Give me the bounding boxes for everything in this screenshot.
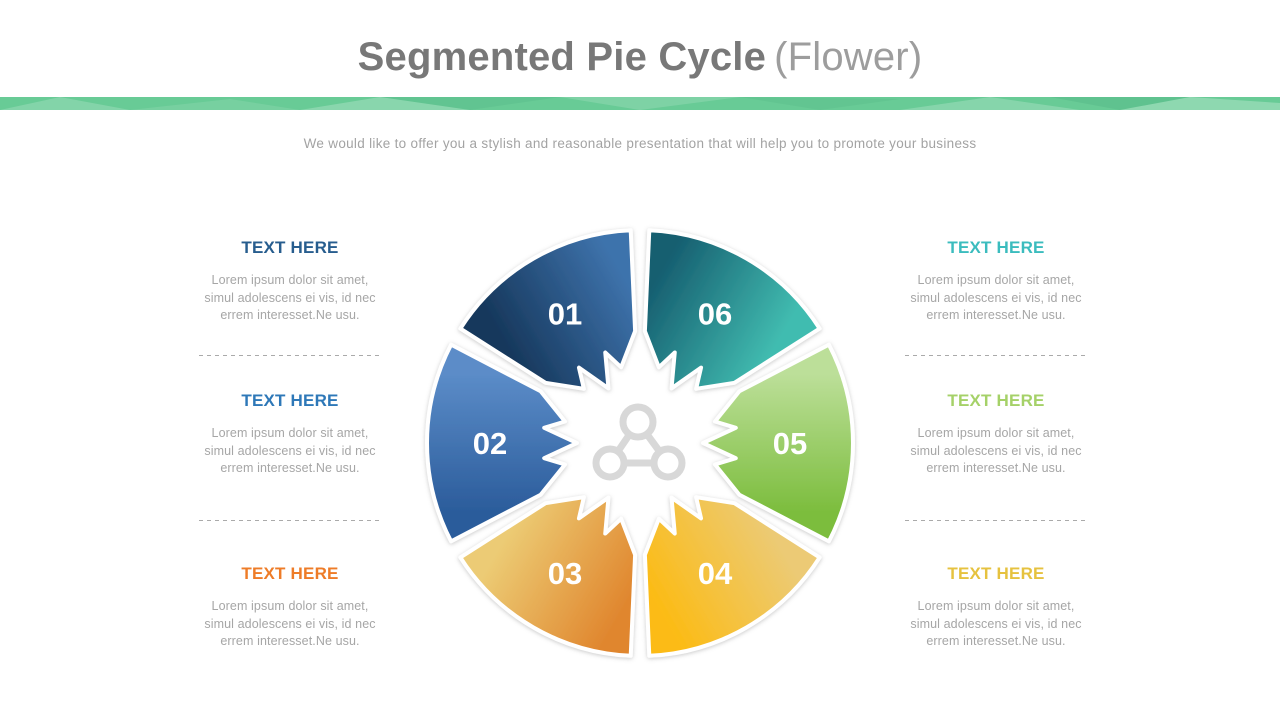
accent-bar [0, 97, 1280, 110]
text-block-5-body: Lorem ipsum dolor sit amet, simul adoles… [910, 426, 1082, 475]
text-block-1-heading: TEXT HERE [241, 238, 339, 257]
title-main: Segmented Pie Cycle [357, 35, 767, 79]
text-block-3: TEXT HERE Lorem ipsum dolor sit amet, si… [199, 564, 381, 651]
segment-label-04: 04 [698, 556, 733, 591]
dashed-separator [199, 520, 381, 521]
pie-segment-04 [642, 495, 822, 658]
pie-segment-06 [642, 228, 822, 391]
segment-label-05: 05 [773, 426, 807, 461]
text-block-2: TEXT HERE Lorem ipsum dolor sit amet, si… [199, 391, 381, 478]
pie-segment-05 [701, 342, 855, 544]
text-block-1: TEXT HERE Lorem ipsum dolor sit amet, si… [199, 238, 381, 325]
text-block-4: TEXT HERE Lorem ipsum dolor sit amet, si… [905, 238, 1087, 325]
dashed-separator [905, 520, 1087, 521]
accent-bar-base [0, 97, 1280, 110]
segment-label-06: 06 [698, 296, 732, 331]
slide-subtitle: We would like to offer you a stylish and… [303, 136, 977, 151]
pie-segment-02 [425, 342, 579, 544]
text-block-4-body: Lorem ipsum dolor sit amet, simul adoles… [910, 273, 1082, 322]
segment-label-02: 02 [473, 426, 507, 461]
text-block-6: TEXT HERE Lorem ipsum dolor sit amet, si… [905, 564, 1087, 651]
text-block-5-heading: TEXT HERE [947, 391, 1045, 410]
dashed-separator [199, 355, 381, 356]
text-block-2-heading: TEXT HERE [241, 391, 339, 410]
title-sub: (Flower) [774, 35, 923, 79]
segment-label-03: 03 [548, 556, 582, 591]
page-title: Segmented Pie Cycle(Flower) [0, 33, 1280, 81]
text-block-3-body: Lorem ipsum dolor sit amet, simul adoles… [204, 599, 376, 648]
text-block-2-body: Lorem ipsum dolor sit amet, simul adoles… [204, 426, 376, 475]
text-block-1-body: Lorem ipsum dolor sit amet, simul adoles… [204, 273, 376, 322]
pie-segment-03 [458, 495, 638, 658]
text-block-6-body: Lorem ipsum dolor sit amet, simul adoles… [910, 599, 1082, 648]
pie-segment-01 [458, 228, 638, 391]
molecule-icon [592, 403, 686, 481]
text-block-4-heading: TEXT HERE [947, 238, 1045, 257]
text-block-3-heading: TEXT HERE [241, 564, 339, 583]
text-block-5: TEXT HERE Lorem ipsum dolor sit amet, si… [905, 391, 1087, 478]
segmented-pie-diagram: 01 02 03 04 05 06 [425, 228, 855, 658]
segment-label-01: 01 [548, 296, 582, 331]
text-block-6-heading: TEXT HERE [947, 564, 1045, 583]
dashed-separator [905, 355, 1087, 356]
